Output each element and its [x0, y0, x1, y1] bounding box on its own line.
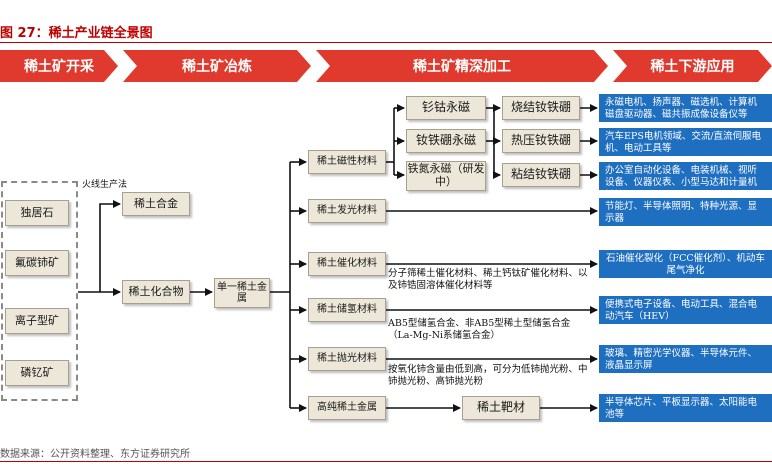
ore-bastnaesite: 氟碳铈矿	[5, 250, 69, 276]
stage-downstream: 稀土下游应用	[613, 50, 772, 82]
catalyst-note: 分子筛稀土催化材料、稀土钙钛矿催化材料、以及铈锆固溶体催化材料等	[388, 268, 588, 292]
rare-earth-compound: 稀土化合物	[122, 280, 190, 304]
application-sintered: 永磁电机、扬声器、磁选机、计算机磁盘驱动器、磁共振成像设备仪等	[599, 94, 772, 122]
figure-title: 图 27：稀土产业链全景图	[0, 26, 153, 41]
application-high-purity: 半导体芯片、平板显示器、太阳能电池等	[599, 394, 772, 422]
magnetic-material: 稀土磁性材料	[308, 150, 386, 174]
polishing-material: 稀土抛光材料	[308, 347, 386, 371]
iron-nitride-magnet: 铁氮永磁（研发中）	[406, 161, 486, 191]
sintered-ndfeb: 烧结钕铁硼	[502, 96, 580, 120]
stage-deep-processing: 稀土矿精深加工	[316, 50, 608, 82]
title-divider	[0, 42, 772, 43]
catalyst-material: 稀土催化材料	[308, 252, 386, 276]
ore-ionic: 离子型矿	[5, 308, 69, 334]
rare-earth-alloy: 稀土合金	[122, 192, 190, 216]
application-bonded: 办公室自动化设备、电装机械、视听设备、仪器仪表、小型马达和计量机械等	[599, 162, 772, 201]
ore-monazite: 独居石	[5, 200, 69, 226]
stage-smelting: 稀土矿冶炼	[123, 50, 311, 82]
hydrogen-storage-material: 稀土储氢材料	[308, 298, 386, 322]
source-note: 数据来源：公开资料整理、东方证券研究所	[0, 449, 190, 460]
application-luminescent: 节能灯、半导体照明、特种光源、显示器	[599, 198, 772, 226]
polishing-note: 按氧化铈含量由低到高，可分为低铈抛光粉、中铈抛光粉、高铈抛光粉	[388, 364, 588, 388]
single-rare-earth-metal: 单一稀土金属	[214, 278, 270, 308]
application-hydrogen: 便携式电子设备、电动工具、混合电动汽车（HEV）	[599, 296, 772, 324]
stage-mining: 稀土矿开采	[0, 50, 118, 82]
application-hot-pressed: 汽车EPS电机领域、交流/直流伺服电机、电动工具等	[599, 128, 772, 156]
hydrogen-note: AB5型储氢合金、非AB5型稀土型储氢合金（La-Mg-Ni系储氢合金）	[388, 318, 571, 342]
hot-pressed-ndfeb: 热压钕铁硼	[502, 129, 580, 153]
footer-divider	[0, 461, 772, 462]
fire-method-label: 火线生产法	[82, 180, 128, 190]
bonded-ndfeb: 粘结钕铁硼	[502, 163, 580, 187]
application-polishing: 玻璃、精密光学仪器、半导体元件、液晶显示屏	[599, 345, 772, 373]
sputtering-target: 稀土靶材	[462, 396, 540, 420]
ndfeb-magnet: 钕铁硼永磁	[406, 129, 486, 153]
application-catalyst: 石油催化裂化（FCC催化剂）、机动车尾气净化	[599, 250, 772, 278]
high-purity-metal: 高纯稀土金属	[308, 396, 386, 420]
luminescent-material: 稀土发光材料	[308, 199, 386, 223]
ore-group	[1, 181, 78, 401]
ore-xenotime: 磷钇矿	[5, 360, 69, 386]
samarium-cobalt-magnet: 钐钴永磁	[406, 96, 486, 120]
